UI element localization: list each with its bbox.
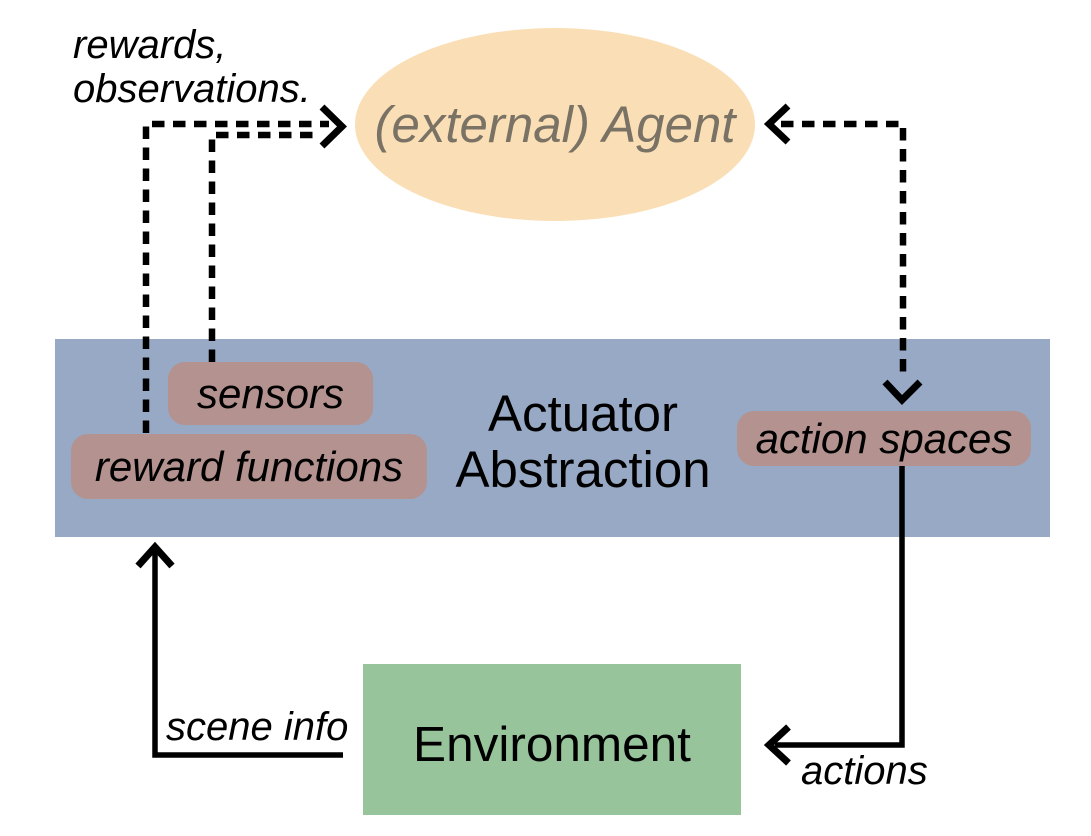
arrow-agent-to-action-spaces-left-head (763, 103, 791, 145)
arrow-actions-line (775, 466, 905, 748)
rewards-observations-label: rewards, observations. (73, 23, 311, 111)
arrow-rewards-to-agent-head (319, 104, 348, 149)
arrow-scene-info-up-head (135, 541, 175, 569)
rewards-observations-label-line1: rewards, (73, 23, 227, 67)
actuator-abstraction-title: Actuator Abstraction (433, 384, 733, 498)
external-agent-ellipse: (external) Agent (355, 28, 755, 221)
action-spaces-pill: action spaces (737, 411, 1031, 466)
arrow-actions-left-head (763, 724, 791, 766)
action-spaces-pill-label: action spaces (755, 414, 1013, 462)
arrow-agent-to-action-spaces-line (781, 120, 907, 380)
actuator-abstraction-title-line1: Actuator (488, 384, 678, 442)
external-agent-label: (external) Agent (374, 96, 736, 153)
arrow-sensors-to-agent-line (208, 131, 318, 362)
scene-info-label: scene info (166, 705, 349, 749)
actuator-abstraction-title-line2: Abstraction (455, 440, 711, 498)
rewards-observations-label-line2: observations. (73, 67, 311, 111)
sensors-pill: sensors (168, 362, 373, 425)
arrow-scene-info-line (152, 549, 343, 758)
actions-label: actions (801, 749, 928, 793)
environment-box: Environment (363, 664, 741, 815)
arrow-agent-to-action-spaces-down-head (882, 379, 923, 406)
environment-label: Environment (413, 717, 691, 772)
sensors-pill-label: sensors (196, 369, 345, 417)
reward-functions-pill-label: reward functions (94, 442, 404, 490)
reward-functions-pill: reward functions (71, 434, 427, 499)
arrow-rewards-to-agent-line (142, 120, 329, 433)
